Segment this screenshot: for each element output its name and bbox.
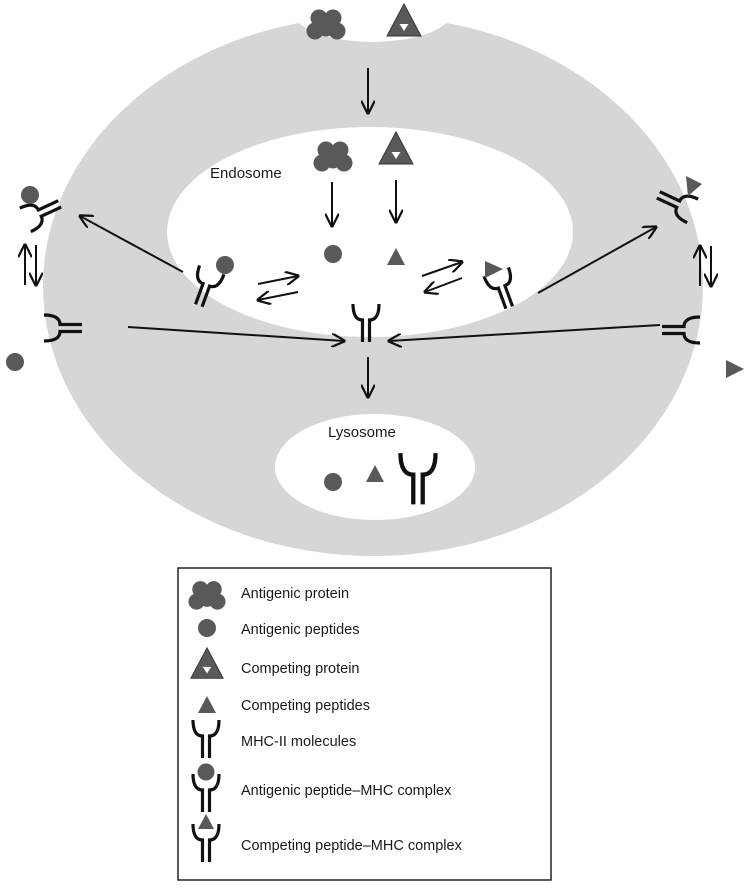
exchange-arrows-left [258, 276, 298, 300]
internalization-arrow-right [389, 324, 661, 341]
antigenic-protein-icon [306, 9, 346, 40]
legend-label: Competing peptides [241, 698, 370, 714]
antigenic-complex-icon [18, 186, 67, 234]
lysosome-label: Lysosome [328, 424, 396, 441]
antigenic-peptide-icon [6, 353, 24, 371]
competing-peptide-icon [726, 360, 744, 378]
antigenic-peptide-icon [198, 619, 216, 637]
antigenic-protein-icon [188, 581, 226, 610]
legend-label: Antigenic protein [241, 586, 349, 602]
surface-equilibrium-left [25, 245, 36, 285]
competing-complex-icon [482, 261, 524, 314]
antigenic-peptide-icon [324, 473, 342, 491]
antigenic-complex-icon [191, 763, 221, 814]
legend: Antigenic protein Antigenic peptides Com… [177, 567, 552, 881]
antigenic-peptide-icon [324, 245, 342, 263]
legend-label: MHC-II molecules [241, 734, 356, 750]
legend-label: Antigenic peptides [241, 622, 360, 638]
legend-label: Competing peptide–MHC complex [241, 838, 463, 854]
antigenic-protein-icon [313, 141, 353, 172]
internalization-arrow-left [127, 326, 344, 341]
surface-transport-arrow-left [80, 216, 184, 273]
exchange-arrows-right [422, 262, 462, 292]
antigenic-complex-icon [184, 256, 234, 312]
endosome-label: Endosome [210, 165, 282, 182]
endosome-compartment: Endosome [167, 127, 573, 337]
surface-equilibrium-right [700, 246, 711, 286]
competing-complex-icon [191, 814, 221, 864]
competing-complex-icon [651, 176, 702, 225]
legend-label: Competing protein [241, 661, 360, 677]
legend-label: Antigenic peptide–MHC complex [241, 783, 452, 799]
surface-transport-arrow-right [537, 227, 656, 294]
